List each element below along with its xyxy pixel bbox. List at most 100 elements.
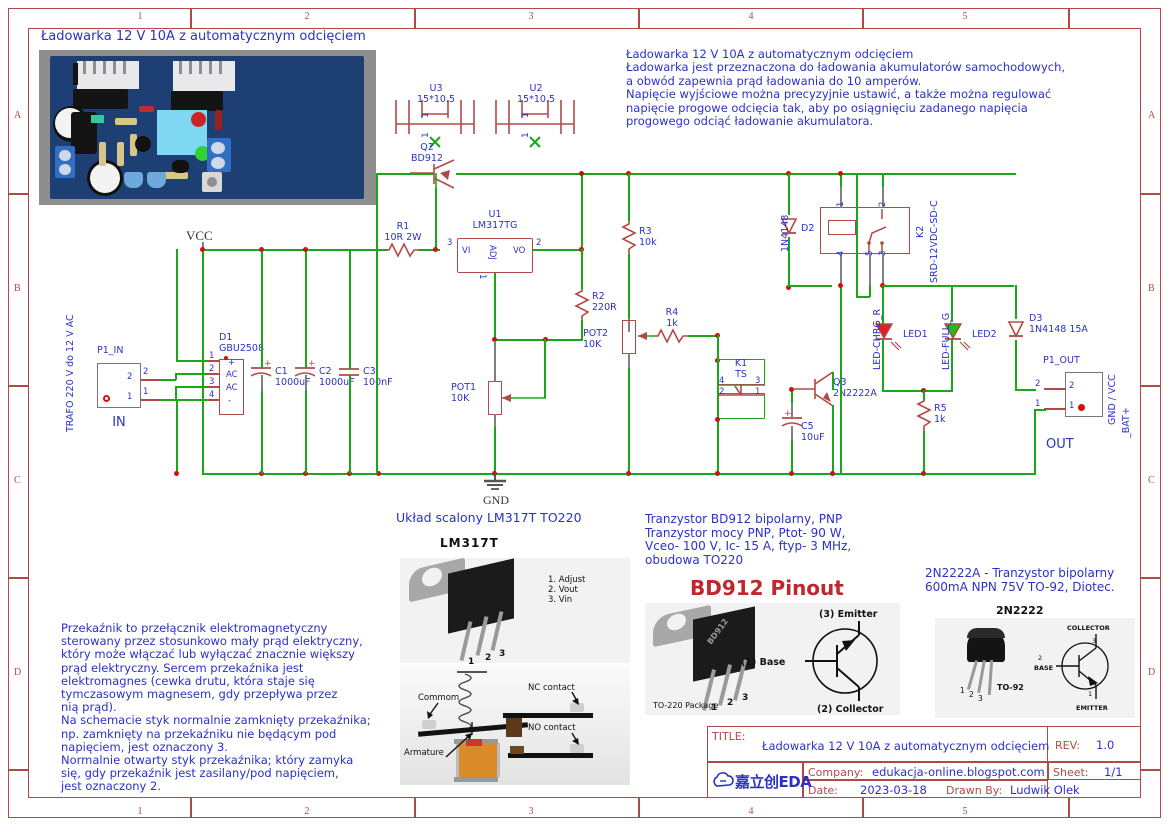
wire-pot1-wiper-up — [544, 339, 546, 398]
p1-in-side-label: TRAFO 220 V do 12 V AC — [65, 314, 76, 432]
d1-pin4: 4 — [209, 390, 215, 400]
vcc-net-label: VCC — [186, 228, 213, 243]
d1-lead3 — [207, 386, 219, 388]
bd912-package-label: TO-220 Package — [653, 701, 719, 710]
k2-pin4-number: 4 — [836, 250, 846, 256]
titleblock-company-value: edukacja-online.blogspot.com — [872, 765, 1045, 779]
grid-label-row-c-right: C — [1148, 475, 1155, 486]
wire-d3-bot — [1015, 340, 1017, 390]
lm317-part-label: LM317T — [440, 536, 499, 550]
wire-top-left — [376, 173, 434, 175]
led1-symbol — [874, 323, 902, 351]
wire-d2-bot — [788, 237, 790, 287]
wire-bridge-plus-v — [176, 249, 178, 361]
gnd-symbol — [484, 474, 506, 490]
wire-c1-top — [261, 249, 263, 368]
title-block-logo-cell — [707, 762, 803, 798]
k2-pin3-number: 3 — [878, 250, 888, 256]
r3-resistor — [621, 221, 637, 255]
grid-label-col-5-bottom: 5 — [962, 806, 968, 817]
grid-label-row-d-right: D — [1148, 667, 1156, 678]
titleblock-sheet-label: Sheet: — [1053, 766, 1089, 779]
titleblock-sheet-value: 1/1 — [1104, 765, 1123, 779]
svg-text:1: 1 — [1088, 690, 1092, 698]
wire-c2-bot — [305, 391, 307, 474]
k2-coil-box — [828, 220, 856, 235]
grid-label-row-b-right: B — [1148, 283, 1155, 294]
svg-text:(3) Emitter: (3) Emitter — [819, 609, 878, 620]
junction-gnd-r5 — [921, 471, 926, 476]
grid-label-col-3: 3 — [528, 11, 534, 22]
p1-out-lead2 — [1044, 388, 1066, 390]
d1-pin3: 3 — [209, 377, 215, 387]
svg-text:1: 1 — [521, 112, 531, 118]
wire-c5-bot — [791, 440, 793, 474]
r1-resistor — [386, 242, 420, 258]
lm317-leg3: 3 — [499, 649, 506, 659]
grid-tick-left-a — [8, 193, 28, 195]
k2-pin2-number: 2 — [878, 201, 888, 207]
r2-resistor — [574, 288, 590, 322]
wire-d3-top — [1015, 285, 1017, 319]
gnd-net-label: GND — [483, 493, 509, 507]
junction-gnd-bridge — [376, 471, 381, 476]
k1-switch-symbol — [718, 384, 765, 396]
titleblock-title-label: TITLE: — [712, 730, 746, 743]
r5-resistor — [916, 398, 932, 432]
bd912-leg1: 1 — [711, 703, 718, 713]
svg-text:BASE: BASE — [1034, 664, 1053, 672]
relay-common-label: Commom — [418, 693, 460, 703]
r4-resistor — [655, 328, 689, 344]
p1-in-pin1-marker — [103, 395, 110, 402]
n2222-leg1: 1 — [960, 686, 965, 695]
svg-text:COLLECTOR: COLLECTOR — [1067, 624, 1110, 632]
title-block-date-cell — [803, 780, 1048, 798]
d1-polarity-dot — [224, 356, 228, 360]
wire-adj-node — [494, 339, 582, 341]
grid-label-col-2-bottom: 2 — [304, 806, 310, 817]
k2-relay-body — [820, 207, 910, 254]
titleblock-date-value: 2023-03-18 — [860, 783, 927, 797]
cloud-icon — [713, 772, 734, 787]
grid-label-col-1: 1 — [137, 11, 143, 22]
wire-relay-out — [882, 285, 1014, 287]
svg-text:+: + — [308, 359, 316, 369]
pot1-lead-top — [494, 341, 496, 353]
bd912-caption: Tranzystor BD912 bipolarny, PNP Tranzyst… — [645, 512, 852, 567]
wire-bridge-plus-h — [176, 360, 208, 362]
grid-tick-left-b — [8, 385, 28, 387]
u3-label: U3 15*10.5 — [417, 83, 455, 105]
wire-u1-adj — [494, 273, 496, 340]
wire-r5-bot — [923, 431, 925, 474]
wire-in2-a — [160, 379, 176, 381]
lm317-caption: Układ scalony LM317T TO220 — [396, 510, 582, 525]
d1-bridge-body — [219, 359, 244, 415]
p1-out-side-label2: _BAT+ — [1121, 407, 1132, 438]
pot2-body — [622, 320, 636, 354]
pot2-wiper-arrow — [638, 332, 656, 340]
grid-tick-bottom-1 — [190, 798, 192, 818]
grid-tick-right-c — [1141, 577, 1161, 579]
n2222-package-label: TO-92 — [997, 683, 1024, 692]
junction-u1-input — [433, 247, 438, 252]
n2222-part-label: 2N2222 — [996, 604, 1044, 617]
k2-pin5-number: 5 — [865, 250, 875, 256]
titleblock-date-label: Date: — [808, 784, 838, 797]
junction-bridge-gnd — [174, 471, 179, 476]
wire-bridge-right-v — [376, 173, 378, 474]
svg-text:1: 1 — [421, 112, 431, 118]
pot1-lead-upper — [494, 353, 496, 382]
lm317-photo: 1 2 3 1. Adjust 2. Vout 3. Vin — [400, 557, 630, 667]
junction-adj — [492, 337, 497, 342]
u1-pin-vi-label: VI — [462, 246, 471, 256]
wire-out2-stub — [1034, 389, 1036, 391]
c1-lead-bot — [261, 375, 263, 393]
k2-pin3-lead — [882, 253, 884, 285]
wire-q2-collector — [435, 188, 437, 250]
grid-tick-bottom-3 — [638, 798, 640, 818]
wire-r3-bot — [628, 254, 630, 322]
k2-value-label: SRD-12VDC-SD-C — [929, 200, 940, 283]
grid-tick-top-3 — [638, 8, 640, 28]
vcc-stub — [202, 242, 204, 251]
